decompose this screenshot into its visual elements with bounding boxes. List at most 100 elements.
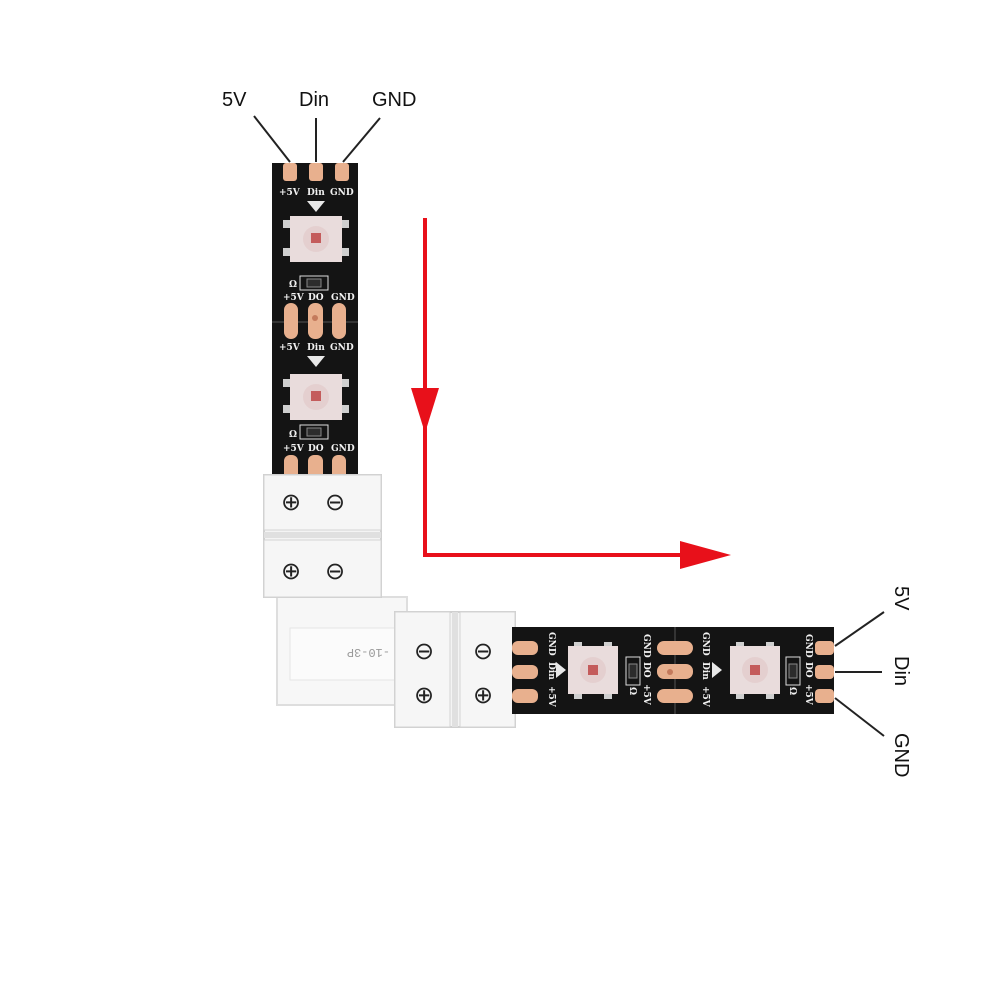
plus-icon: ⊕ (281, 488, 301, 516)
pad (657, 664, 693, 679)
led-die (311, 391, 321, 401)
top-pin-labels: 5V Din GND (222, 89, 416, 111)
led-chip-2 (283, 374, 349, 420)
clip-lid (263, 474, 382, 531)
led-chip-4 (730, 642, 780, 699)
horizontal-clip: ⊖ ⊖ ⊕ ⊕ (394, 611, 516, 728)
silk-resistor: Ω (787, 687, 797, 695)
resistor-3: Ω (625, 656, 641, 695)
right-end-pads (815, 641, 834, 703)
silk-din: Din (546, 662, 556, 680)
right-label-gnd: GND (890, 733, 912, 777)
pad (657, 641, 693, 655)
plus-icon: ⊕ (281, 557, 301, 585)
left-silkscreen-col: GND Din +5V (546, 632, 556, 708)
led-pin (766, 690, 774, 699)
arrow-head-down (411, 388, 439, 433)
horizontal-led-strip: GND Din +5V Ω GND DO +5V (512, 627, 834, 714)
minus-icon: ⊖ (325, 557, 345, 585)
resistor-body (306, 278, 322, 288)
mid-silkscreen-col-2: GND Din +5V (700, 632, 710, 708)
leader-gnd-top (342, 117, 381, 163)
cut-pads-2 (657, 641, 693, 703)
silk-gnd: GND (546, 632, 556, 656)
resistor-outline (625, 656, 641, 686)
clip-lid (394, 611, 451, 728)
silk-plus5v: +5V (279, 188, 301, 198)
top-end-pads (283, 163, 349, 181)
mid-silkscreen-col-1: GND DO +5V (641, 634, 651, 706)
direction-marker (712, 662, 722, 678)
left-end-pads (512, 641, 538, 703)
led-pin (340, 379, 349, 387)
silk-din: Din (700, 662, 710, 680)
silk-din: Din (307, 188, 325, 198)
silk-gnd: GND (330, 188, 354, 198)
resistor-outline (299, 275, 329, 291)
connector-print: -10-3P (347, 645, 390, 659)
pad (283, 163, 297, 181)
top-leader-lines (253, 115, 381, 163)
arrow-path (423, 218, 690, 557)
vertical-clip: ⊕ ⊖ ⊕ ⊖ (263, 474, 382, 598)
silk-do: DO (308, 444, 324, 454)
silk-resistor: Ω (627, 687, 637, 695)
right-pin-labels: 5V Din GND (890, 586, 912, 777)
resistor-1: Ω (289, 275, 329, 291)
silk-gnd: GND (331, 444, 355, 454)
led-pin (283, 248, 292, 256)
silk-plus5v: +5V (279, 343, 301, 353)
silk-do: DO (308, 293, 324, 303)
silk-gnd: GND (641, 634, 651, 658)
silk-gnd: GND (331, 293, 355, 303)
right-silkscreen-col: GND DO +5V (803, 634, 813, 706)
right-label-din: Din (890, 656, 912, 686)
via (312, 315, 318, 321)
top-label-5v: 5V (222, 89, 247, 111)
silk-din: Din (307, 343, 325, 353)
resistor-outline (785, 656, 801, 686)
led-pin (283, 379, 292, 387)
silk-plus5v: +5V (641, 684, 651, 706)
pad (815, 641, 834, 655)
minus-icon: ⊖ (414, 637, 434, 665)
silk-do: DO (803, 662, 813, 678)
direction-marker (307, 356, 325, 367)
top-silkscreen-row: +5V Din GND (279, 188, 354, 198)
silk-plus5v: +5V (700, 686, 710, 708)
right-leader-lines (834, 611, 885, 737)
led-die (588, 665, 598, 675)
pad (284, 303, 298, 339)
connector-bridge-inner (289, 627, 401, 681)
led-pin (340, 405, 349, 413)
pad (512, 689, 538, 703)
led-die (311, 233, 321, 243)
via (667, 669, 673, 675)
top-label-gnd: GND (372, 89, 416, 111)
pad (657, 689, 693, 703)
right-label-5v: 5V (890, 586, 912, 611)
leader-gnd-right (834, 697, 885, 737)
pad (335, 163, 349, 181)
pad (815, 665, 834, 679)
led-pin (283, 405, 292, 413)
led-chip-1 (283, 216, 349, 262)
silk-plus5v: +5V (546, 686, 556, 708)
signal-direction-arrow (411, 218, 731, 569)
silk-plus5v: +5V (283, 293, 305, 303)
led-pin (604, 690, 612, 699)
silk-resistor: Ω (289, 280, 297, 290)
pad (512, 641, 538, 655)
bottom-silkscreen-row: +5V DO GND (283, 444, 355, 454)
direction-marker (307, 201, 325, 212)
led-pin (340, 220, 349, 228)
pad (308, 303, 323, 339)
silk-gnd: GND (700, 632, 710, 656)
plus-icon: ⊕ (473, 681, 493, 709)
leader-5v-right (834, 611, 885, 647)
cut-pads-1 (284, 303, 346, 339)
minus-icon: ⊖ (473, 637, 493, 665)
pad (309, 163, 323, 181)
plus-icon: ⊕ (414, 681, 434, 709)
